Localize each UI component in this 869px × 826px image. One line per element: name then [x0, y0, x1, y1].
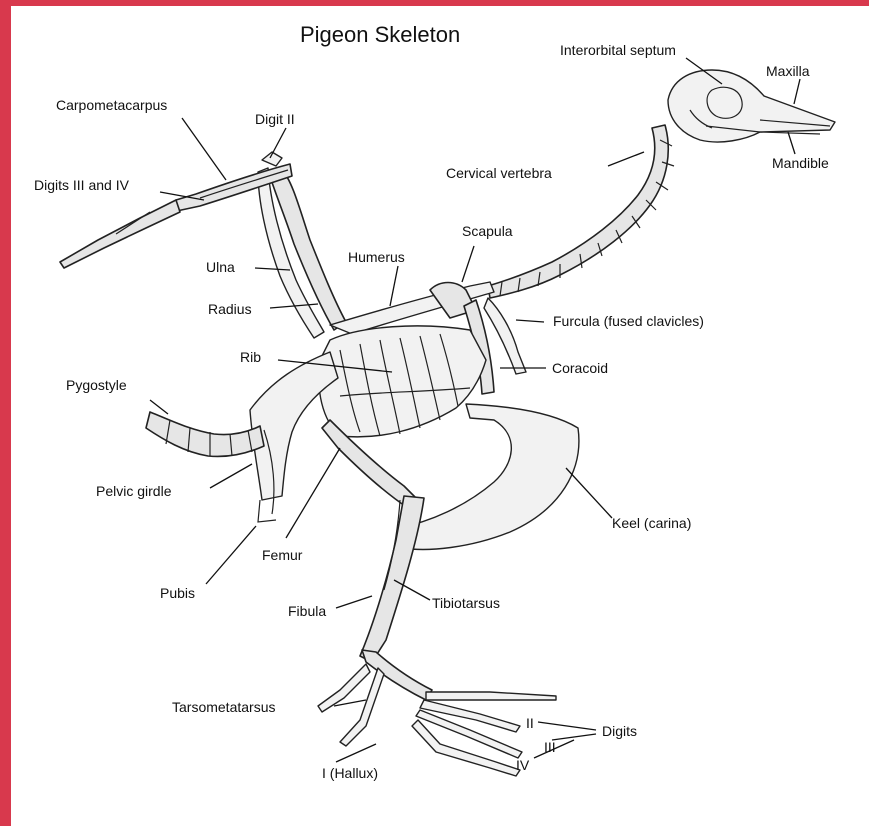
neck-vertebrae: [488, 125, 674, 298]
label-ulna: Ulna: [206, 259, 235, 275]
tail-vertebrae: [146, 412, 264, 457]
label-carpometacarpus: Carpometacarpus: [56, 97, 167, 113]
label-tibiotarsus: Tibiotarsus: [432, 595, 500, 611]
label-digit-2: II: [526, 715, 534, 731]
label-scapula: Scapula: [462, 223, 513, 239]
keel-bone: [398, 404, 579, 549]
label-digit-ii: Digit II: [255, 111, 295, 127]
label-furcula: Furcula (fused clavicles): [553, 313, 704, 329]
ribcage: [319, 326, 486, 437]
label-maxilla: Maxilla: [766, 63, 810, 79]
label-pygostyle: Pygostyle: [66, 377, 127, 393]
label-interorbital-septum: Interorbital septum: [560, 42, 676, 58]
label-hallux: I (Hallux): [322, 765, 378, 781]
diagram-title: Pigeon Skeleton: [300, 22, 460, 47]
label-pubis: Pubis: [160, 585, 195, 601]
label-rib: Rib: [240, 349, 261, 365]
label-humerus: Humerus: [348, 249, 405, 265]
label-cervical-vertebra: Cervical vertebra: [446, 165, 552, 181]
label-tarsometatarsus: Tarsometatarsus: [172, 699, 275, 715]
label-digit-4: IV: [516, 757, 530, 773]
label-digit-3: III: [544, 739, 556, 755]
label-pelvic-girdle: Pelvic girdle: [96, 483, 172, 499]
skull: [668, 70, 835, 142]
digits-iii-iv-bones: [60, 200, 180, 268]
label-coracoid: Coracoid: [552, 360, 608, 376]
label-mandible: Mandible: [772, 155, 829, 171]
label-keel: Keel (carina): [612, 515, 691, 531]
label-digits: Digits: [602, 723, 637, 739]
label-radius: Radius: [208, 301, 252, 317]
label-femur: Femur: [262, 547, 303, 563]
tibiotarsus-bone: [360, 496, 424, 662]
label-digits-iii-iv: Digits III and IV: [34, 177, 130, 193]
label-fibula: Fibula: [288, 603, 326, 619]
